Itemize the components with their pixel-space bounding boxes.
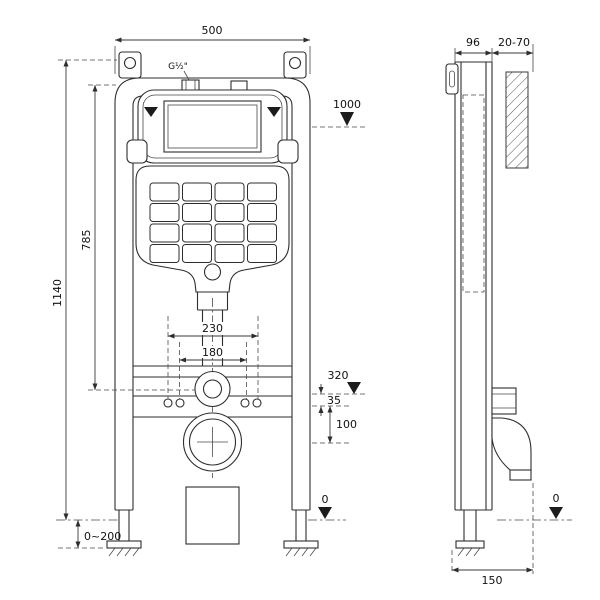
floor-hatch-side <box>457 547 481 557</box>
level-1000-marker-icon <box>340 112 354 126</box>
top-hanger-tabs <box>118 51 307 79</box>
dim-height-785-label: 785 <box>80 230 93 251</box>
dim-height-1140-label: 1140 <box>51 279 64 307</box>
side-foot <box>455 510 485 549</box>
level-mark-right-icon <box>267 107 281 117</box>
flush-grid <box>149 182 277 263</box>
level-0-side-marker-icon <box>549 507 563 519</box>
outlet-flange-side <box>491 387 517 415</box>
flush-window <box>163 100 262 153</box>
side-clamp-left <box>126 139 148 164</box>
wall-bracket <box>445 63 459 95</box>
level-0-front-marker-icon <box>318 507 332 519</box>
dim-level-0-front: 0 <box>308 493 346 521</box>
dim-level-1000-label: 1000 <box>333 98 361 111</box>
side-view: 96 20-70 150 0 <box>445 36 572 587</box>
dim-spacing-230-label: 230 <box>202 322 223 335</box>
dim-level-0-side: 0 <box>497 492 572 521</box>
level-320-marker-icon <box>347 382 361 394</box>
dim-level-0-side-label: 0 <box>553 492 560 505</box>
cistern <box>135 165 290 293</box>
thread-label: G½" <box>168 62 188 72</box>
side-clamp-right <box>277 139 299 164</box>
dim-depth-96: 96 <box>454 36 493 62</box>
waste-pipe-box <box>185 486 240 545</box>
dim-level-1000: 1000 <box>312 98 368 128</box>
access-frame <box>126 89 299 164</box>
dim-offset-100: 100 <box>312 406 357 444</box>
dim-height-1140: 1140 <box>51 59 118 521</box>
dim-base-150: 150 <box>451 483 534 587</box>
drain-outlet <box>182 412 243 472</box>
wall-section <box>505 71 529 169</box>
dim-level-320-label: 320 <box>328 369 349 382</box>
dim-offset-100-label: 100 <box>336 418 357 431</box>
outlet-flange <box>194 370 231 408</box>
dim-spacing-180-label: 180 <box>202 346 223 359</box>
dim-wall-gap-label: 20-70 <box>498 36 530 49</box>
dim-level-0-front-label: 0 <box>322 493 329 506</box>
thread-leader-line <box>183 70 190 81</box>
front-view: G½" <box>51 24 368 557</box>
dim-level-320: 320 <box>312 369 366 395</box>
side-cistern-outline <box>462 94 485 293</box>
dim-base-150-label: 150 <box>482 574 503 587</box>
floor-hatch-front <box>108 547 317 557</box>
side-profile <box>454 61 493 511</box>
dim-wall-gap: 20-70 <box>492 36 534 72</box>
anchor-holes <box>163 398 262 408</box>
dim-width-500-label: 500 <box>202 24 223 37</box>
dim-foot-range: 0~200 <box>58 520 121 549</box>
flush-valve <box>203 263 222 281</box>
tab-slot-right <box>288 56 302 70</box>
dim-offset-35: 35 <box>312 384 352 416</box>
tab-slot-left <box>123 56 137 70</box>
dim-offset-35-label: 35 <box>327 394 341 407</box>
dim-depth-96-label: 96 <box>466 36 480 49</box>
dim-spacing-230: 230 <box>167 316 259 399</box>
adjustable-feet <box>106 510 319 549</box>
level-mark-left-icon <box>144 107 158 117</box>
dim-width-500: 500 <box>114 24 311 74</box>
drain-elbow <box>491 417 532 481</box>
dim-height-785: 785 <box>80 84 195 391</box>
dim-spacing-180: 180 <box>179 342 247 399</box>
dim-foot-range-label: 0~200 <box>84 530 121 543</box>
